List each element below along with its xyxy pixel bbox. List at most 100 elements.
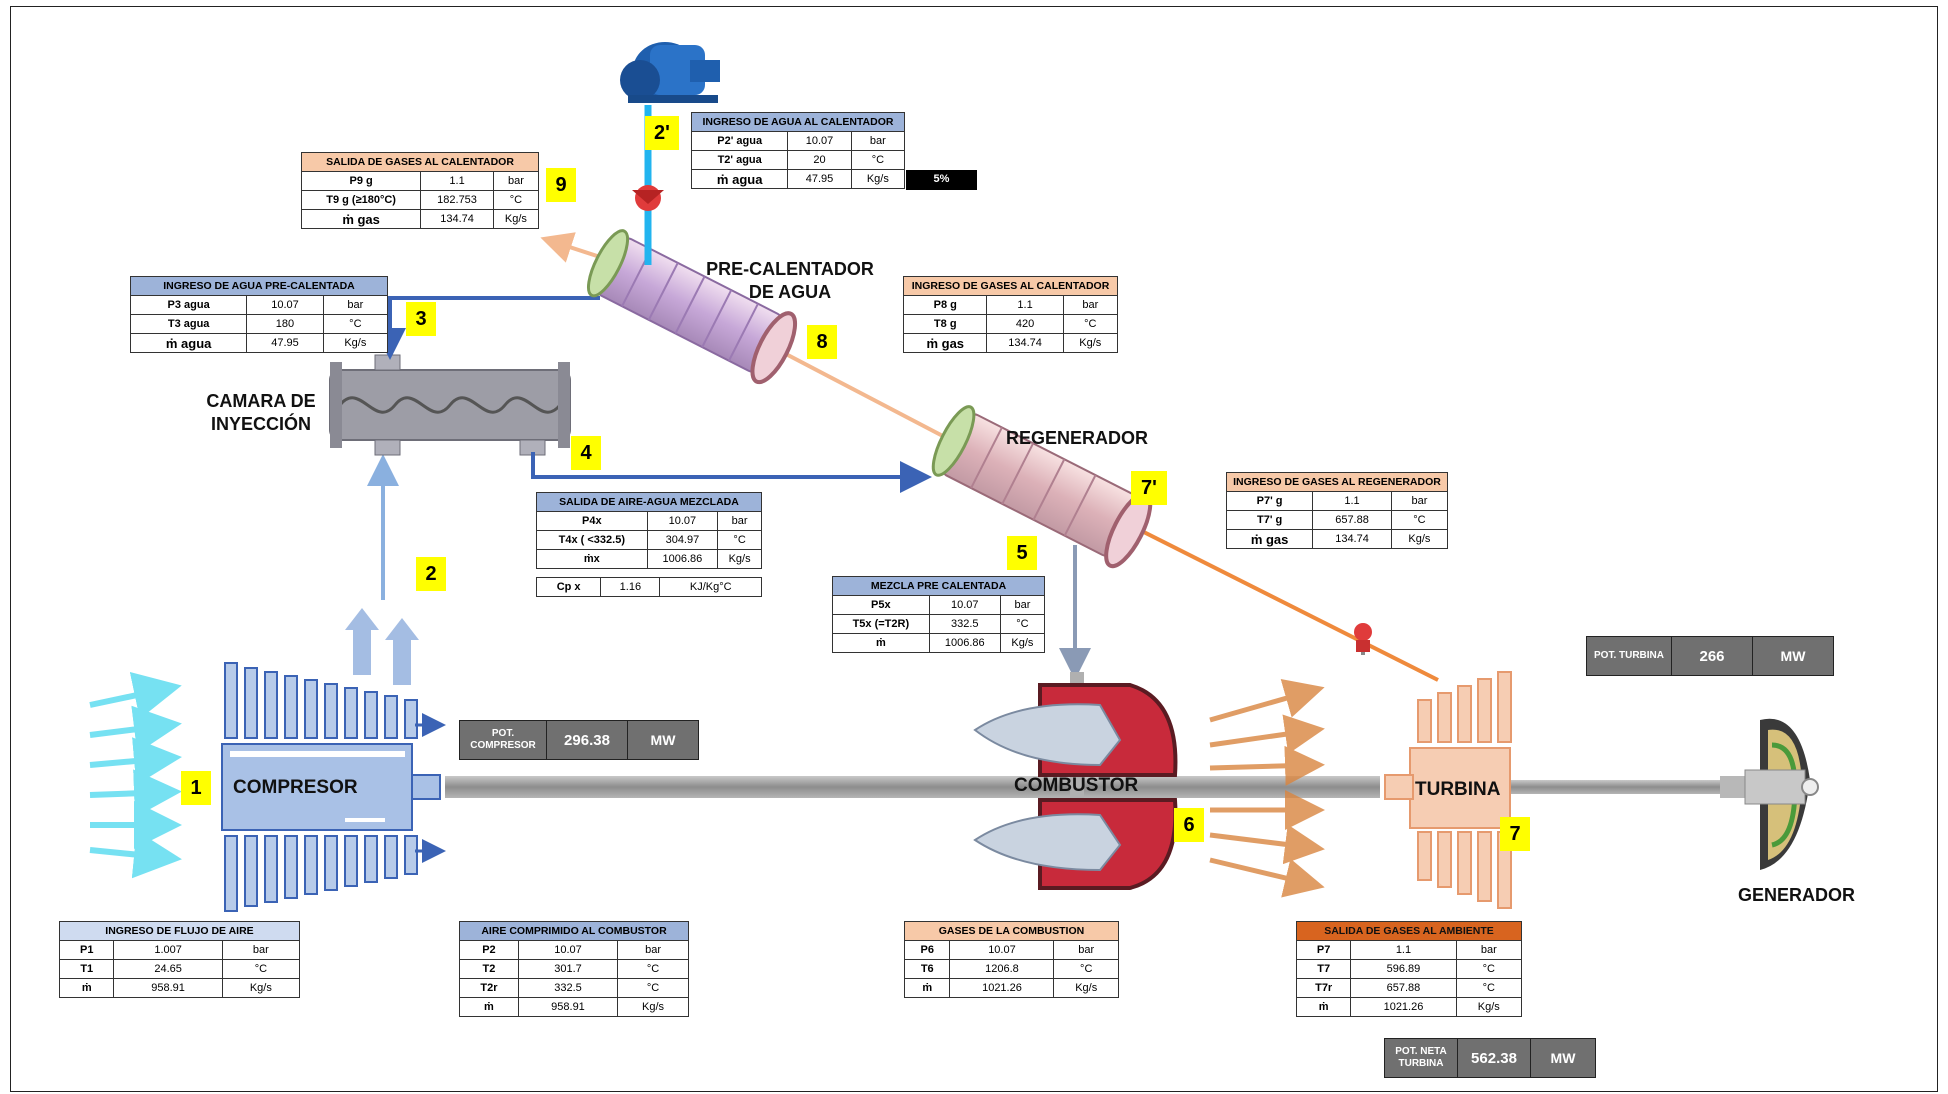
cell: 596.89 <box>1351 960 1456 979</box>
table-title: INGRESO DE GASES AL CALENTADOR <box>904 277 1118 296</box>
cell: 134.74 <box>987 334 1063 353</box>
table-cp: Cp x1.16KJ/Kg°C <box>536 577 762 597</box>
cell: P2 <box>460 941 519 960</box>
cell: ṁ <box>833 634 930 653</box>
cell: 332.5 <box>929 615 1000 634</box>
cell: °C <box>618 960 689 979</box>
cell: °C <box>222 960 299 979</box>
cell: °C <box>851 151 904 170</box>
cell: P5x <box>833 596 930 615</box>
power-turbine-unit: MW <box>1753 637 1833 675</box>
cell: 24.65 <box>114 960 222 979</box>
cell: P2' agua <box>692 132 788 151</box>
preheater-exchanger <box>580 224 803 388</box>
regenerator-exchanger <box>925 400 1159 572</box>
cell: 1.1 <box>987 296 1063 315</box>
cell: T2r <box>460 979 519 998</box>
cell: bar <box>323 296 387 315</box>
generator-unit <box>1745 719 1818 870</box>
cell: Kg/s <box>851 170 904 189</box>
power-net-unit: MW <box>1531 1039 1595 1077</box>
cell: 180 <box>247 315 323 334</box>
cell: P8 g <box>904 296 987 315</box>
power-compressor-label-line2: COMPRESOR <box>470 740 536 751</box>
cell: bar <box>851 132 904 151</box>
generator-label: GENERADOR <box>1738 884 1855 907</box>
marker-7: 7 <box>1500 817 1530 851</box>
power-turbine-value: 266 <box>1672 637 1753 675</box>
cell: 10.07 <box>647 512 718 531</box>
cell: P3 agua <box>131 296 247 315</box>
power-turbine-label: POT. TURBINA <box>1587 637 1672 675</box>
table-title: SALIDA DE AIRE-AGUA MEZCLADA <box>537 493 762 512</box>
marker-8: 8 <box>807 325 837 359</box>
cell: T5x (=T2R) <box>833 615 930 634</box>
cell: T4x ( <332.5) <box>537 531 648 550</box>
power-net-label-line2: TURBINA <box>1398 1058 1443 1069</box>
cell: ṁ <box>60 979 114 998</box>
cell: P1 <box>60 941 114 960</box>
cell: T7' g <box>1227 511 1313 530</box>
injection-chamber-label: CAMARA DE INYECCIÓN <box>196 390 326 435</box>
cell: 1021.26 <box>1351 998 1456 1017</box>
power-net-label-line1: POT. NETA <box>1395 1046 1446 1057</box>
power-net-value: 562.38 <box>1458 1039 1531 1077</box>
compressor-label: COMPRESOR <box>233 776 358 800</box>
cell: ṁx <box>537 550 648 569</box>
table-title: SALIDA DE GASES AL CALENTADOR <box>302 153 539 172</box>
cell: 657.88 <box>1313 511 1392 530</box>
power-compressor-label: POT.COMPRESOR <box>460 721 547 759</box>
cell: Kg/s <box>1054 979 1119 998</box>
cell: T7 <box>1297 960 1351 979</box>
table-regenerator-gas-inlet: INGRESO DE GASES AL REGENERADOR P7' g1.1… <box>1226 472 1448 549</box>
regenerator-label: REGENERADOR <box>1006 427 1148 450</box>
table-title: GASES DE LA COMBUSTION <box>905 922 1119 941</box>
injection-chamber-label-line2: INYECCIÓN <box>196 413 326 436</box>
cell: °C <box>618 979 689 998</box>
power-compressor-value: 296.38 <box>547 721 628 759</box>
cell: Cp x <box>537 578 601 597</box>
cell: T2 <box>460 960 519 979</box>
marker-2: 2 <box>416 557 446 591</box>
water-percent-badge: 5% <box>906 170 977 190</box>
cell: 10.07 <box>518 941 617 960</box>
cell: Kg/s <box>718 550 762 569</box>
cell: 1021.26 <box>950 979 1054 998</box>
cell: bar <box>1063 296 1117 315</box>
turbine-label: TURBINA <box>1415 778 1501 802</box>
cell: 657.88 <box>1351 979 1456 998</box>
preheater-label: PRE-CALENTADOR DE AGUA <box>700 258 880 303</box>
cell: 301.7 <box>518 960 617 979</box>
cell: °C <box>1063 315 1117 334</box>
cell: 10.07 <box>247 296 323 315</box>
table-air-inlet: INGRESO DE FLUJO DE AIRE P11.007bar T124… <box>59 921 300 998</box>
cell: 958.91 <box>518 998 617 1017</box>
cell: 1.1 <box>1351 941 1456 960</box>
table-title: MEZCLA PRE CALENTADA <box>833 577 1045 596</box>
cell: T3 agua <box>131 315 247 334</box>
cell: bar <box>718 512 762 531</box>
table-preheated-mix: MEZCLA PRE CALENTADA P5x10.07bar T5x (=T… <box>832 576 1045 653</box>
cell: 420 <box>987 315 1063 334</box>
combustor-label: COMBUSTOR <box>1014 774 1138 798</box>
cell: 10.07 <box>788 132 851 151</box>
injection-chamber <box>330 355 570 455</box>
cell: P6 <box>905 941 950 960</box>
table-exhaust-ambient: SALIDA DE GASES AL AMBIENTE P71.1bar T75… <box>1296 921 1522 1017</box>
cell: ṁ gas <box>904 334 987 353</box>
cell: Kg/s <box>323 334 387 353</box>
cell: °C <box>1000 615 1044 634</box>
power-compressor-label-line1: POT. <box>492 728 514 739</box>
cell: Kg/s <box>1456 998 1521 1017</box>
marker-7-prime: 7' <box>1131 471 1167 505</box>
table-combustion-gases: GASES DE LA COMBUSTION P610.07bar T61206… <box>904 921 1119 998</box>
marker-6: 6 <box>1174 808 1204 842</box>
cell: 10.07 <box>950 941 1054 960</box>
cell: Kg/s <box>1063 334 1117 353</box>
cell: P7' g <box>1227 492 1313 511</box>
marker-5: 5 <box>1007 536 1037 570</box>
table-water-inlet: INGRESO DE AGUA AL CALENTADOR P2' agua10… <box>691 112 905 189</box>
